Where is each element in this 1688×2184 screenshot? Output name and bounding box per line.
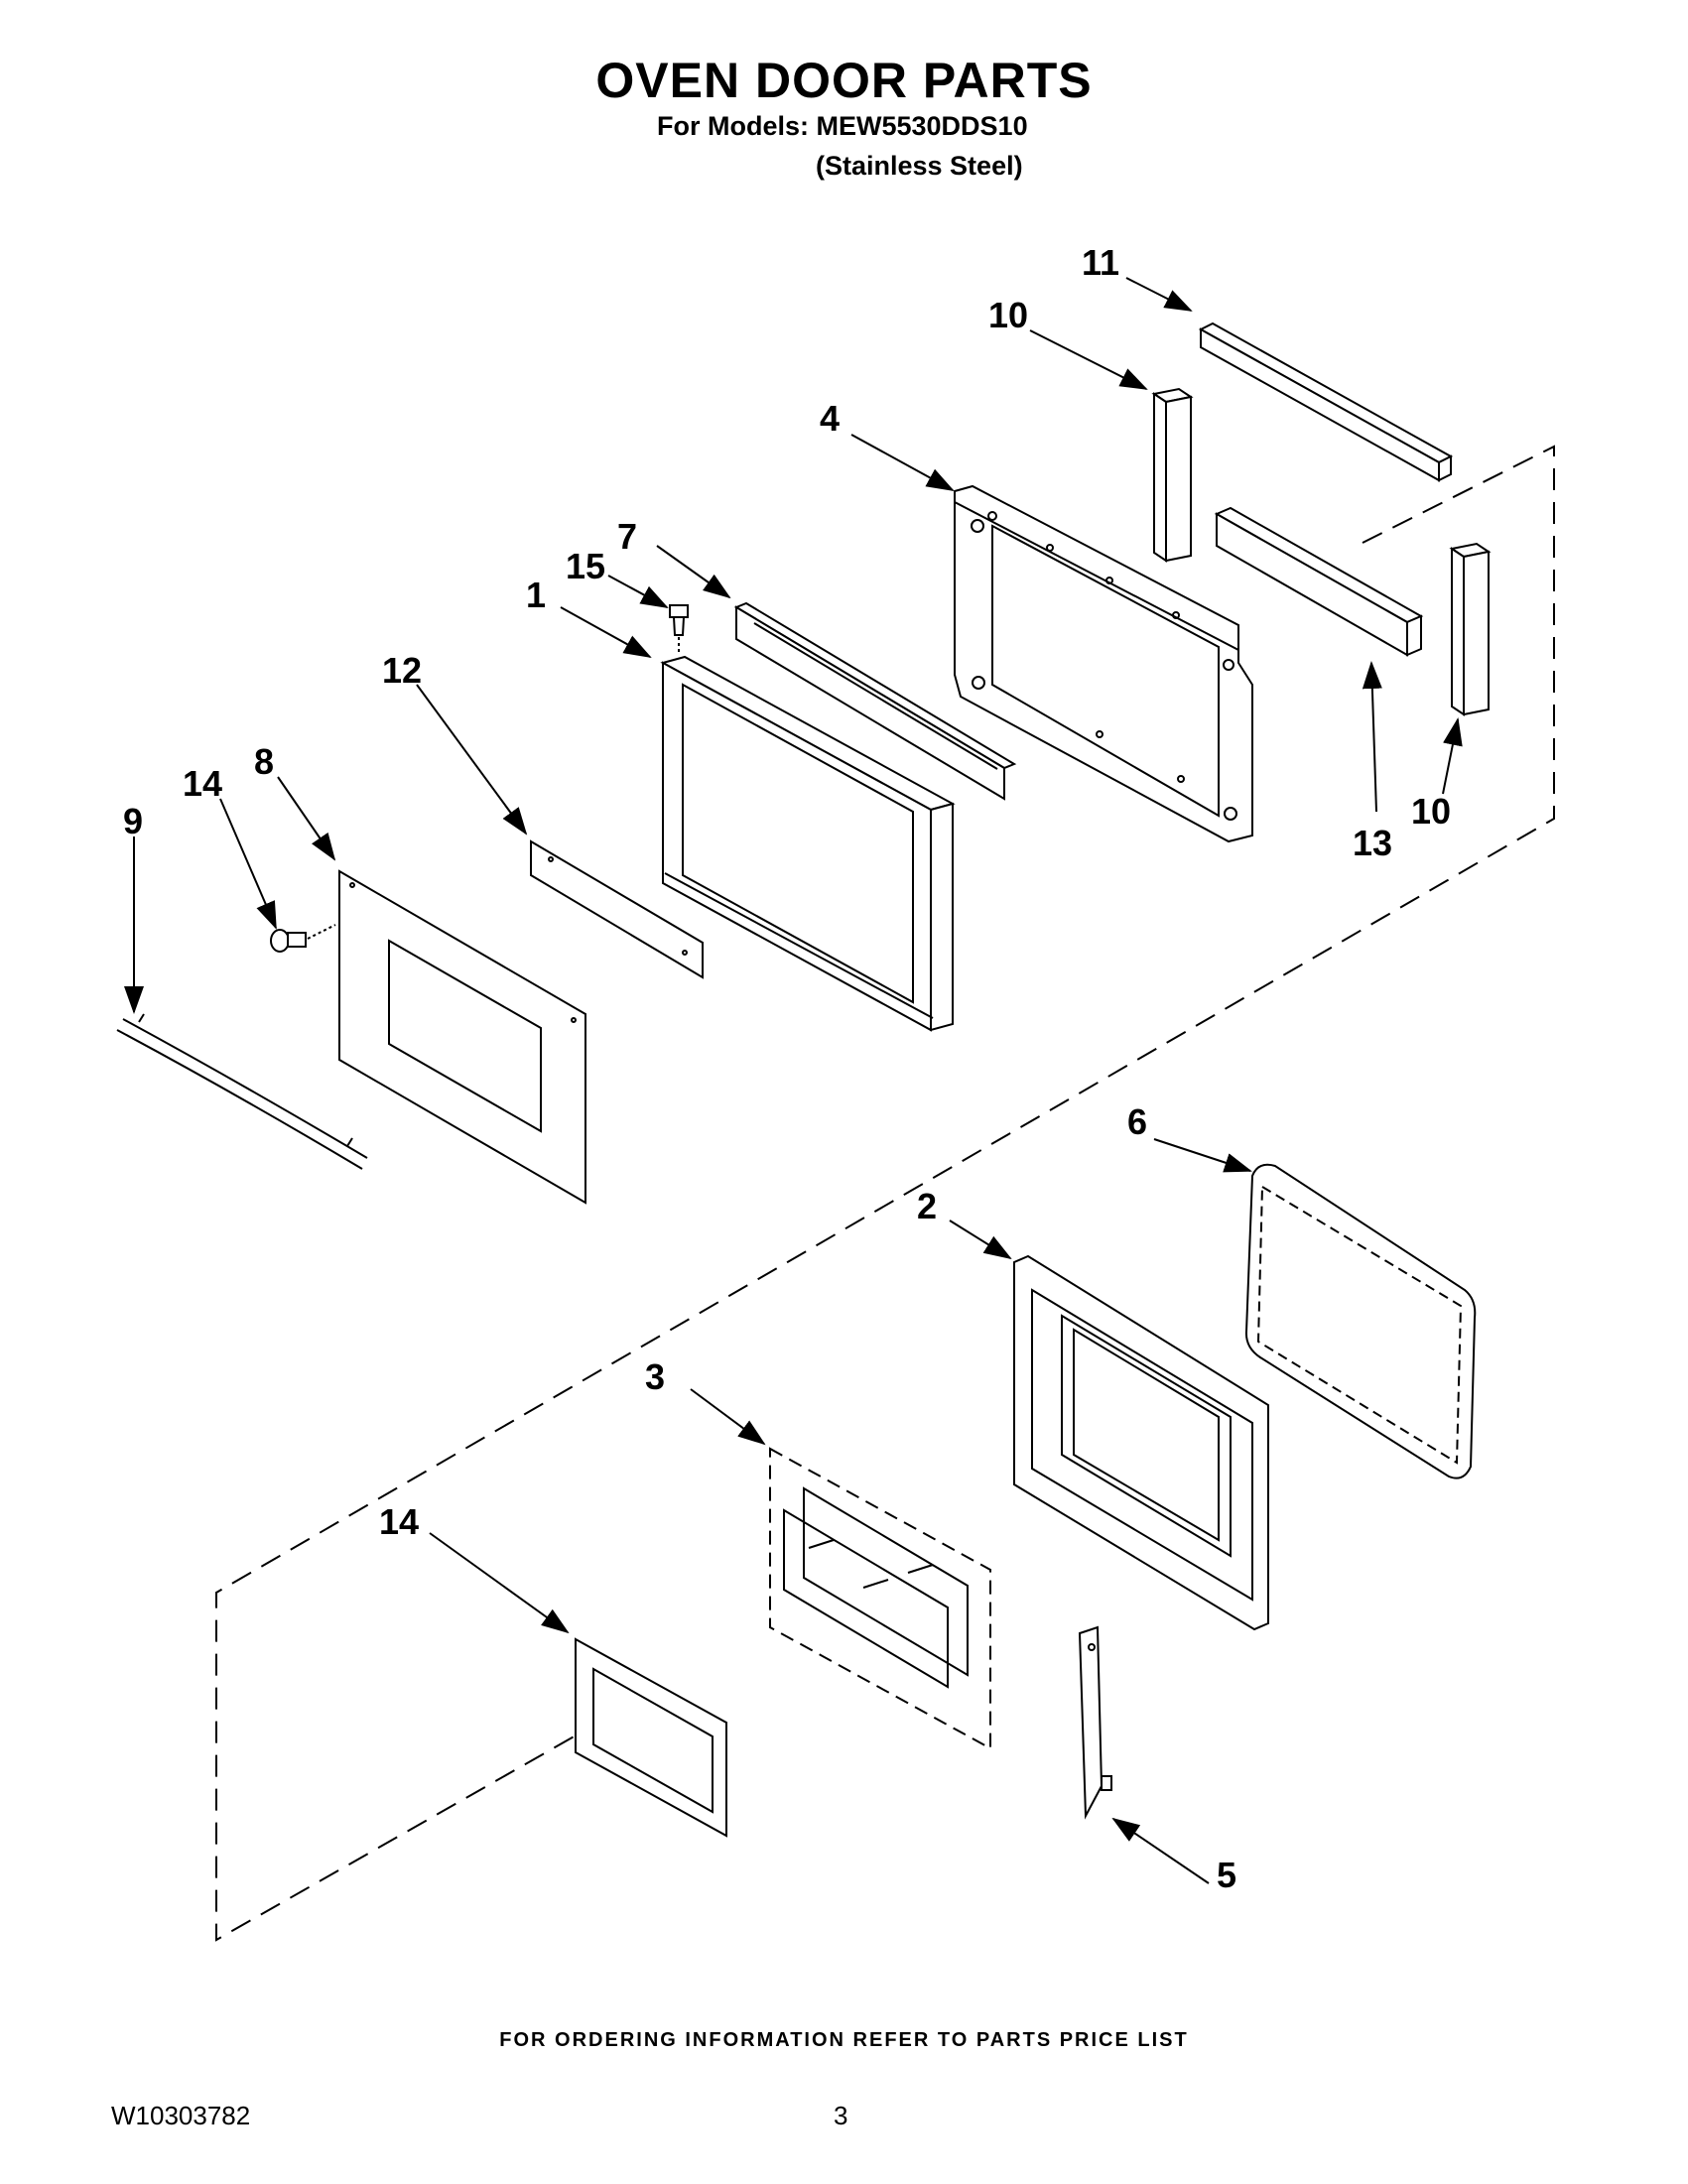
page-title: OVEN DOOR PARTS [595, 53, 1093, 108]
dashed-divider-outline [215, 445, 1555, 1942]
callout-9: 9 [123, 801, 143, 841]
part-12-spacer [1198, 321, 1454, 482]
finish-line: (Stainless Steel) [816, 151, 1023, 181]
callout-12: 11 [1082, 242, 1119, 283]
part-14-window-trim [575, 1637, 727, 1838]
part-9-handle [116, 1013, 368, 1170]
part-3-glass-pack [769, 1447, 991, 1750]
callout-10-lower: 10 [1411, 791, 1451, 832]
part-11-spacer [1214, 506, 1424, 657]
callout-14: 14 [379, 1501, 419, 1542]
callout-8: 8 [254, 741, 274, 782]
callout-10: 10 [988, 295, 1028, 335]
part-13-strip [530, 839, 704, 979]
callout-11: 13 [1353, 823, 1392, 863]
callout-leaders [124, 277, 1463, 1884]
callout-16: 15 [566, 546, 605, 586]
part-2-door-liner [1013, 1254, 1269, 1631]
callout-4: 4 [820, 398, 840, 439]
ordering-note: FOR ORDERING INFORMATION REFER TO PARTS … [499, 2029, 1189, 2051]
part-16-screw [669, 604, 689, 655]
callout-13: 12 [382, 650, 422, 691]
part-6-gasket [1244, 1163, 1477, 1479]
part-1-door-frame [660, 655, 956, 1032]
callout-6: 6 [1127, 1101, 1147, 1142]
callout-2: 2 [917, 1186, 937, 1226]
part-15-screw [270, 924, 336, 953]
part-8-outer-door [338, 869, 586, 1205]
part-10-upper-block [1151, 387, 1194, 563]
callout-7: 7 [617, 516, 637, 557]
models-line: For Models: MEW5530DDS10 [657, 111, 1028, 141]
callout-1: 1 [526, 575, 546, 615]
callout-5: 5 [1217, 1855, 1236, 1895]
callout-15: 14 [183, 763, 222, 804]
part-4-inner-panel [954, 484, 1253, 843]
callout-3: 3 [645, 1356, 665, 1397]
part-10-lower-block [1449, 542, 1492, 716]
part-7-bracket [733, 601, 1017, 801]
part-5-hinge [1078, 1625, 1112, 1820]
document-number: W10303782 [111, 2101, 251, 2130]
page-number: 3 [834, 2101, 848, 2130]
